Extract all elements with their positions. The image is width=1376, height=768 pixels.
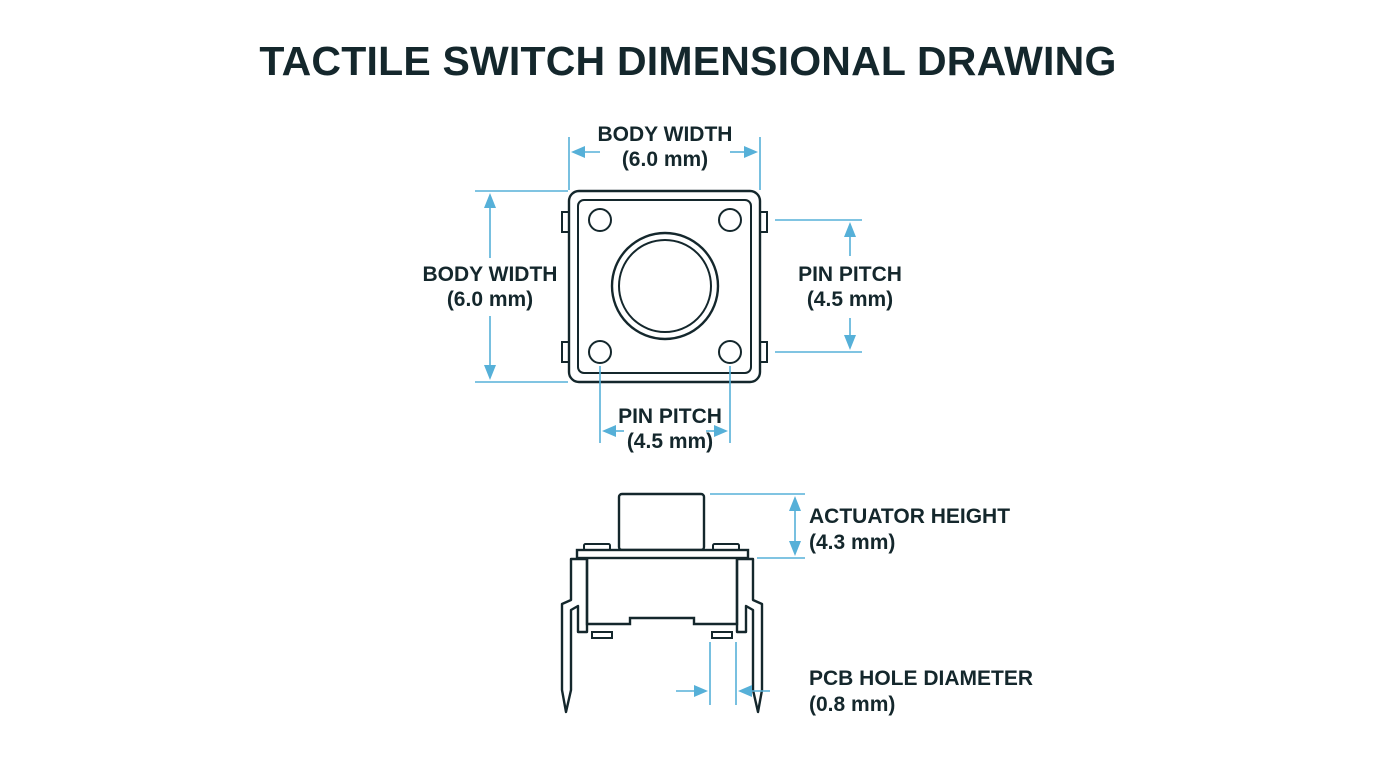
actuator-inner-ring (618, 239, 712, 333)
pin-hole-top-right (718, 208, 742, 232)
side-housing (585, 558, 739, 626)
pin-pitch-right-name: PIN PITCH (798, 263, 902, 286)
page-title: TACTILE SWITCH DIMENSIONAL DRAWING (259, 38, 1116, 84)
body-width-top-value: (6.0 mm) (622, 148, 708, 171)
switch-body-inner (577, 199, 752, 374)
right-tab-top (759, 211, 768, 233)
pcb-hole-diameter-value: (0.8 mm) (809, 693, 895, 716)
arrow-right (714, 425, 728, 437)
side-cap-lug-right (712, 543, 740, 551)
actuator-outer-ring (610, 231, 720, 341)
pin-hole-bottom-left (588, 340, 612, 364)
pin-hole-top-left (588, 208, 612, 232)
arrow-up (484, 193, 496, 208)
switch-body-outer (567, 189, 762, 384)
dim-pin-pitch-right: PIN PITCH (4.5 mm) (775, 219, 902, 353)
left-tab-bottom (561, 341, 570, 363)
dim-body-width-top: BODY WIDTH (6.0 mm) (568, 123, 761, 190)
arrow-left (602, 425, 616, 437)
arrow-right (694, 685, 708, 697)
arrow-right (744, 146, 758, 158)
arrow-left (571, 146, 585, 158)
arrow-left (738, 685, 752, 697)
body-width-left-value: (6.0 mm) (447, 288, 533, 311)
pin-pitch-bottom-value: (4.5 mm) (627, 430, 713, 453)
pin-pitch-bottom-name: PIN PITCH (618, 405, 722, 428)
arrow-up (844, 222, 856, 237)
side-leg-left (560, 557, 589, 714)
body-width-top-name: BODY WIDTH (598, 123, 733, 146)
side-standoff-left (591, 631, 613, 639)
top-view (561, 189, 768, 384)
arrow-up (789, 496, 801, 511)
pin-pitch-right-value: (4.5 mm) (807, 288, 893, 311)
side-cap-plate (575, 548, 750, 560)
arrow-down (484, 365, 496, 380)
body-width-left-name: BODY WIDTH (423, 263, 558, 286)
right-tab-bottom (759, 341, 768, 363)
dim-body-width-left: BODY WIDTH (6.0 mm) (423, 190, 568, 383)
arrow-down (789, 541, 801, 556)
pin-hole-bottom-right (718, 340, 742, 364)
side-leg-right (735, 557, 764, 714)
dim-pcb-hole-diameter: PCB HOLE DIAMETER (0.8 mm) (676, 642, 1033, 716)
side-standoff-right (711, 631, 733, 639)
left-tab-top (561, 211, 570, 233)
actuator-height-value: (4.3 mm) (809, 531, 895, 554)
dim-actuator-height: ACTUATOR HEIGHT (4.3 mm) (710, 493, 1010, 559)
dim-pin-pitch-bottom: PIN PITCH (4.5 mm) (599, 366, 731, 453)
side-actuator (617, 492, 706, 552)
side-cap-lug-left (583, 543, 611, 551)
pcb-hole-diameter-name: PCB HOLE DIAMETER (809, 667, 1033, 690)
actuator-height-name: ACTUATOR HEIGHT (809, 505, 1010, 528)
side-view (560, 492, 764, 714)
arrow-down (844, 335, 856, 350)
